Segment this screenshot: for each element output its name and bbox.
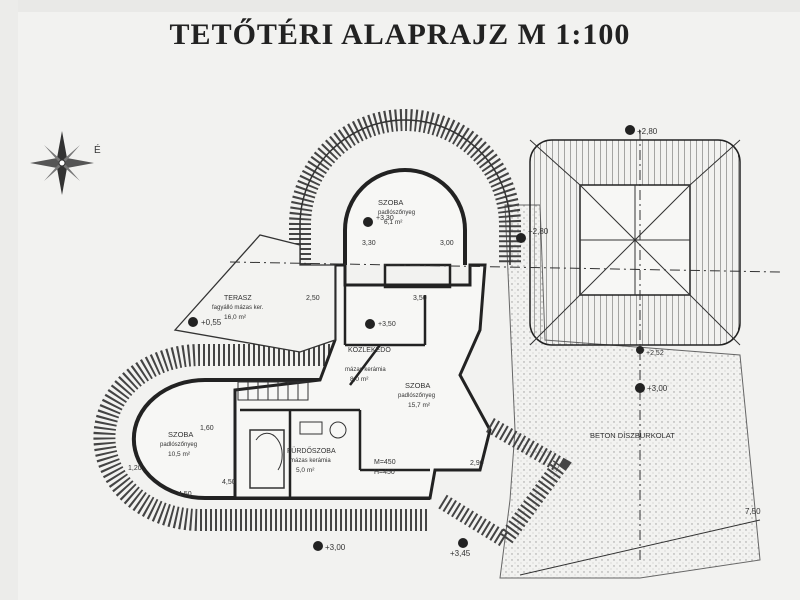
- svg-text:7,50: 7,50: [745, 507, 761, 516]
- compass-rose: [30, 131, 94, 195]
- room-name: TERASZ: [224, 295, 252, 302]
- svg-text:+3,00: +3,00: [647, 384, 668, 393]
- tower-roof: [529, 139, 741, 346]
- sink-icon: [299, 421, 323, 435]
- dimension-labels: 4,50 4,50 1,20 1,60 3,30 3,50 3,00 2,90 …: [128, 240, 761, 516]
- bathtub: [249, 429, 285, 489]
- svg-text:+0,55: +0,55: [201, 318, 222, 327]
- terrace: [173, 234, 336, 353]
- svg-text:2,50: 2,50: [306, 295, 320, 302]
- svg-text:M=450: M=450: [374, 459, 396, 466]
- paving-label: BETON DÍSZBURKOLAT: [590, 431, 675, 440]
- photo-frame-left: [0, 0, 18, 600]
- svg-text:+2,80: +2,80: [637, 127, 658, 136]
- svg-text:+3,00: +3,00: [325, 543, 346, 552]
- room-area: 15,7 m²: [408, 402, 431, 409]
- southeast-eave: [435, 418, 572, 551]
- compass-label: É: [94, 143, 101, 156]
- room-area: 5,0 m²: [296, 467, 315, 474]
- svg-text:H=450: H=450: [374, 469, 395, 476]
- toilet-icon: [329, 421, 347, 439]
- axis-line-horizontal: [229, 261, 781, 273]
- svg-text:+2,80: +2,80: [528, 227, 549, 236]
- level-markers: [188, 125, 645, 551]
- room-area: 10,5 m²: [168, 451, 191, 458]
- room-name: SZOBA: [168, 430, 193, 439]
- room-floor: padlószőnyeg: [378, 210, 415, 216]
- svg-text:4,50: 4,50: [178, 491, 192, 498]
- svg-text:3,00: 3,00: [440, 240, 454, 247]
- room-floor: padlószőnyeg: [398, 393, 435, 399]
- room-name: SZOBA: [378, 198, 403, 207]
- room-area: 16,0 m²: [224, 314, 247, 321]
- svg-text:1,60: 1,60: [200, 425, 214, 432]
- stairs: [237, 381, 309, 401]
- svg-text:+3,50: +3,50: [378, 321, 396, 328]
- room-labels: SZOBA padlószőnyeg 6,1 m² SZOBA padlósző…: [160, 198, 435, 474]
- svg-text:3,30: 3,30: [362, 240, 376, 247]
- svg-text:1,20: 1,20: [128, 465, 142, 472]
- room-area: 6,1 m²: [384, 219, 403, 226]
- svg-text:+3,30: +3,30: [376, 215, 394, 222]
- svg-text:2,90: 2,90: [470, 460, 484, 467]
- room-area: 8,0 m²: [350, 376, 369, 383]
- room-floor: fagyálló mázas ker.: [212, 305, 264, 311]
- room-floor: padlószőnyeg: [160, 442, 197, 448]
- svg-text:3,50: 3,50: [413, 295, 427, 302]
- drawing-title: TETŐTÉRI ALAPRAJZ M 1:100: [169, 18, 631, 51]
- photo-frame-top: [0, 0, 800, 12]
- room-floor: mázas kerámia: [345, 367, 386, 373]
- svg-text:+2,52: +2,52: [646, 350, 664, 357]
- room-floor: mázas kerámia: [290, 458, 331, 464]
- room-name: FÜRDŐSZOBA: [287, 446, 336, 455]
- svg-text:4,50: 4,50: [222, 479, 236, 486]
- section-line: [519, 519, 761, 576]
- room-name: KÖZLEKEDŐ: [348, 345, 391, 354]
- svg-text:+3,45: +3,45: [450, 549, 471, 558]
- north-wing: [289, 109, 521, 265]
- room-name: SZOBA: [405, 381, 430, 390]
- level-values: +0,55 +3,30 +3,50 +3,00 +3,45 +2,80 +2,8…: [201, 127, 668, 558]
